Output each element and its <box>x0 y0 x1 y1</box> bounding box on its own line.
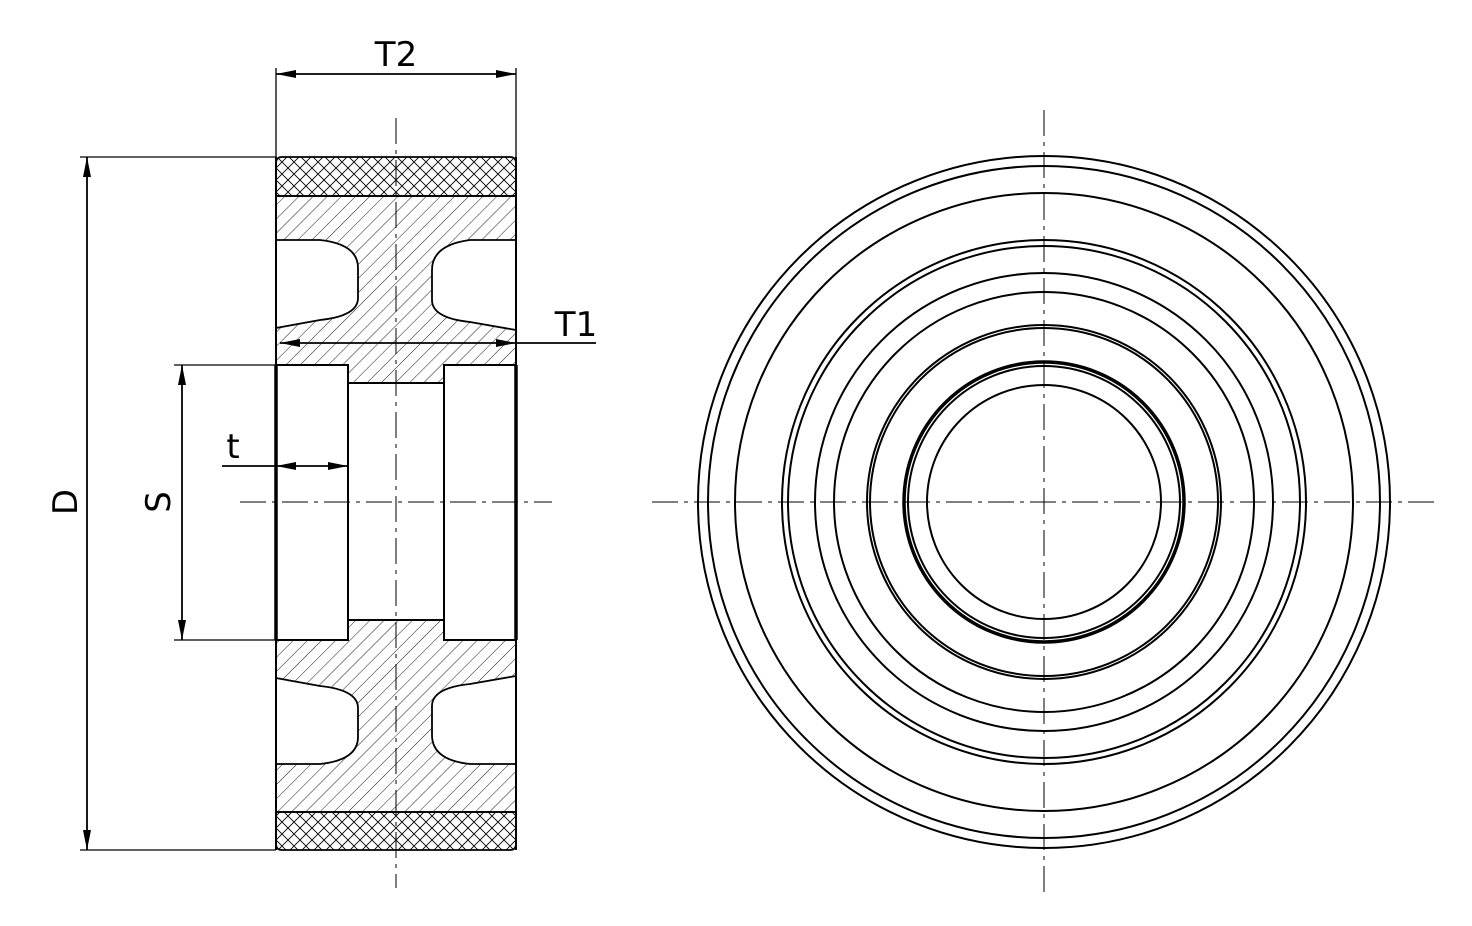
section-view: T2 T1 t S D <box>46 35 597 888</box>
t2-label: T2 <box>374 35 417 75</box>
t1-label: T1 <box>554 305 597 345</box>
s-label: S <box>139 491 179 513</box>
t-label: t <box>226 427 239 467</box>
d-label: D <box>46 489 86 515</box>
front-view <box>652 110 1436 894</box>
